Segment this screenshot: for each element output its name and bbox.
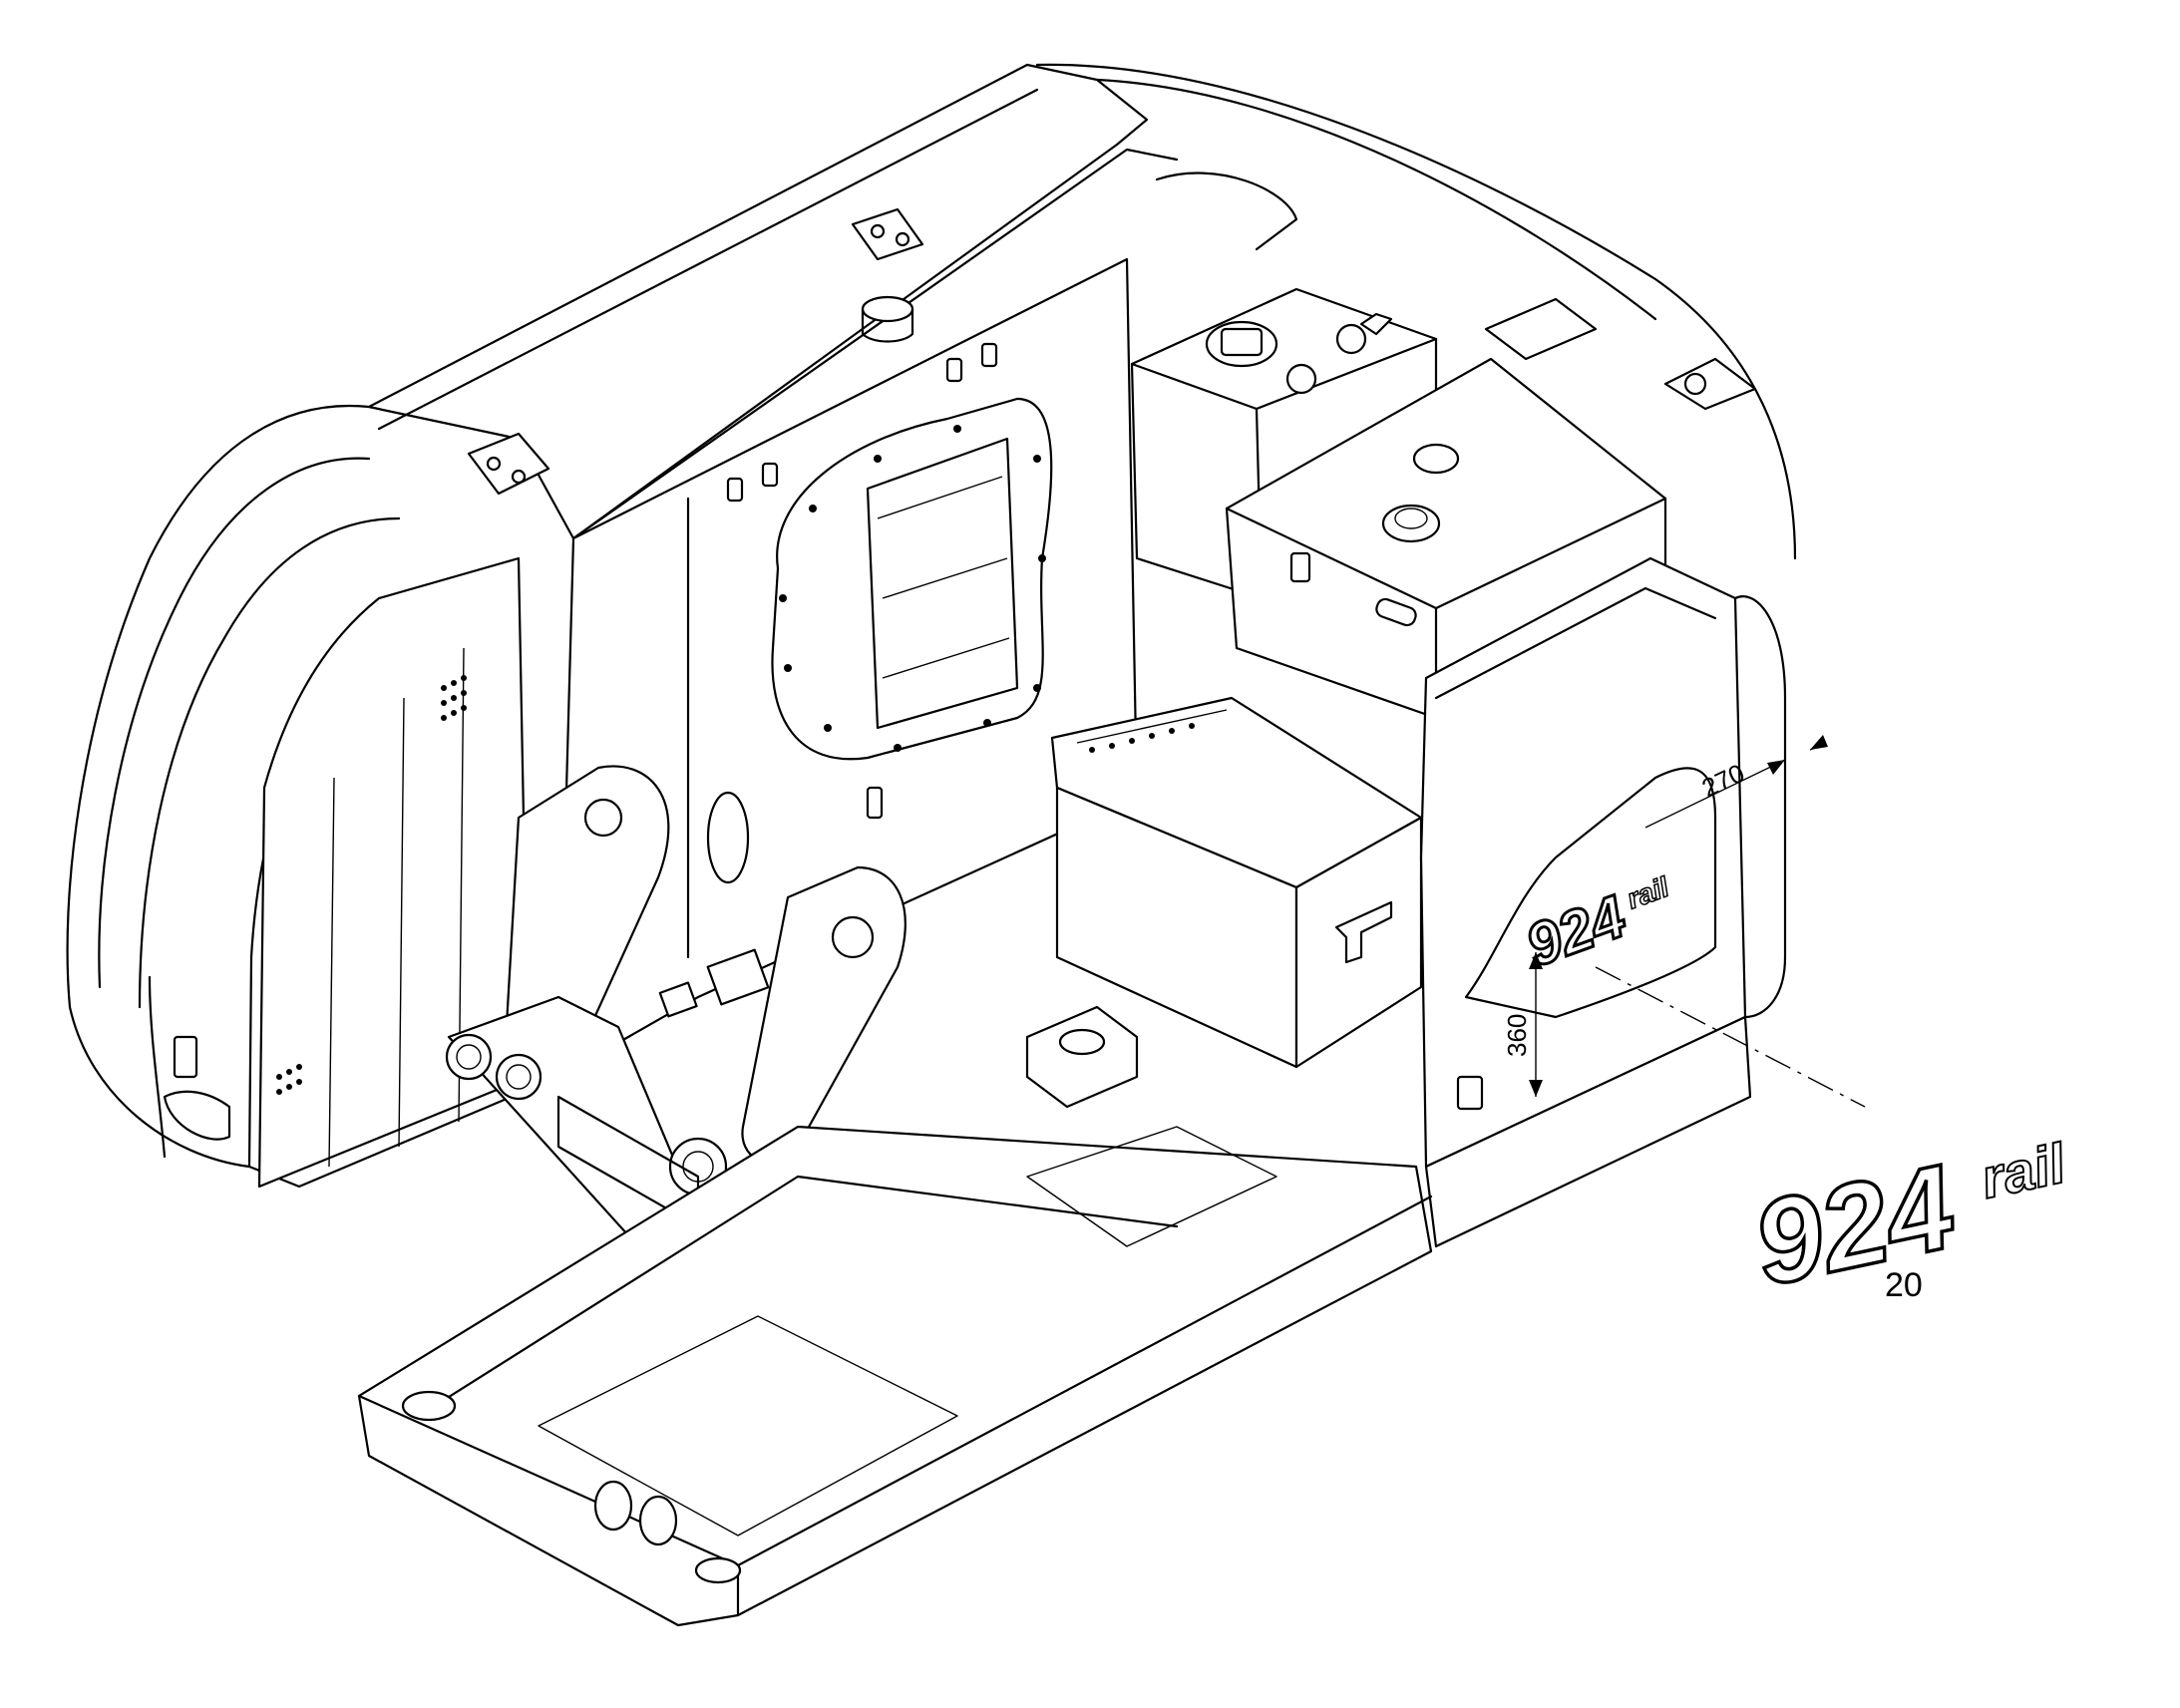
bulkhead-wall [556, 257, 1139, 1079]
engine-hood [66, 63, 1179, 1189]
dimension-360-label: 360 [1502, 1014, 1532, 1057]
right-side-door: 924 rail [1419, 556, 1787, 1248]
callout-decal-model: 924 [1743, 1140, 1967, 1312]
hood-latch [173, 1035, 198, 1079]
cover-bolts [779, 425, 1046, 752]
item-number-callout: 20 [1885, 1266, 1923, 1304]
brand-badge [1456, 1075, 1484, 1111]
rear-shell [1035, 63, 1797, 560]
dimension-360: 360 [1502, 952, 1543, 1097]
boom-mount [445, 765, 907, 1248]
battery-box [1050, 696, 1423, 1069]
decal-leader-line [1595, 966, 1866, 1108]
floor-frame [357, 1005, 1433, 1627]
hood-cap [861, 295, 914, 343]
hood-hinge [467, 207, 924, 496]
callout-decal-suffix: rail [1976, 1131, 2072, 1209]
